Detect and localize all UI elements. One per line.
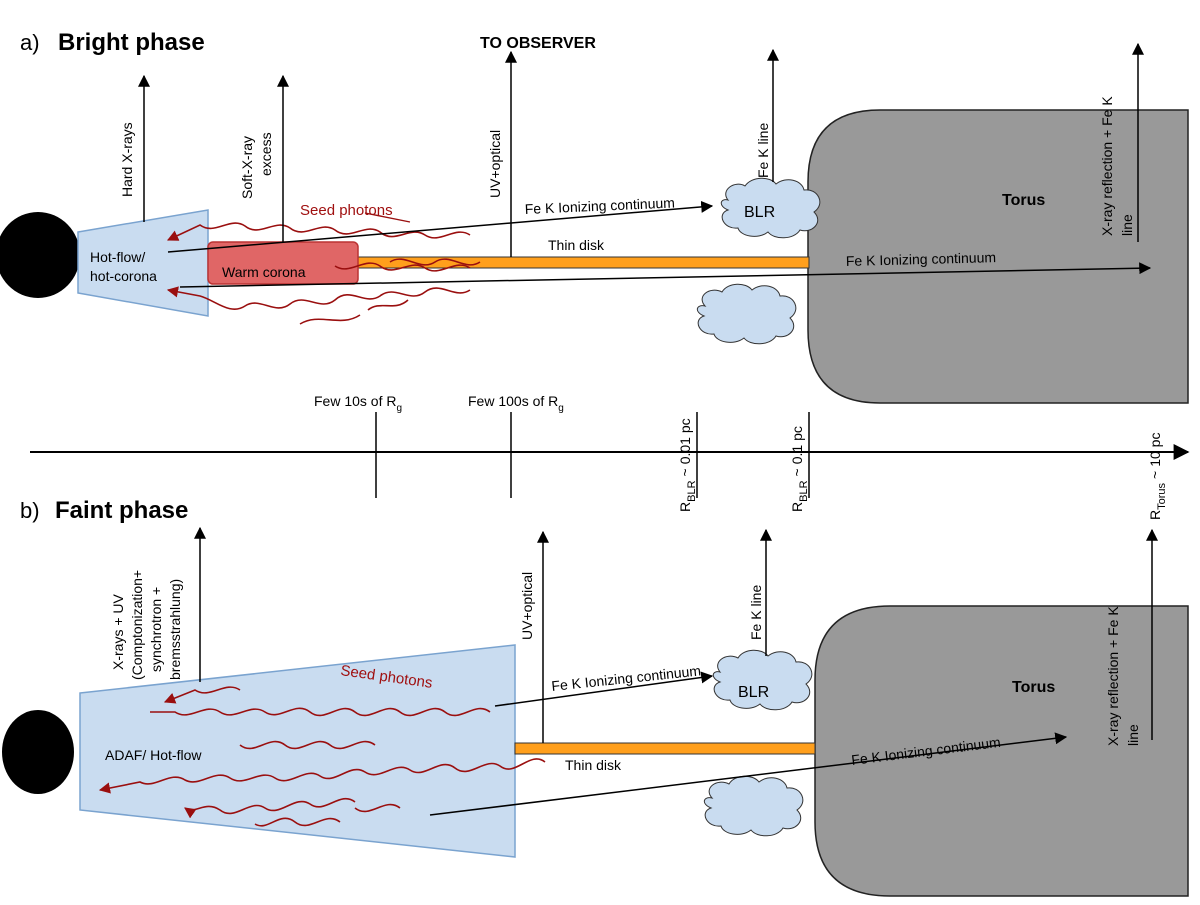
adaf-label: ADAF/ Hot-flow [105, 747, 202, 763]
distance-axis: Few 10s of Rg Few 100s of Rg RBLR~0.01 p… [30, 393, 1190, 520]
blr-cloud-a-lower [696, 283, 797, 345]
to-observer-label: TO OBSERVER [480, 35, 596, 52]
fe-k-ionizing-blr-arrow-a [167, 200, 714, 253]
panel-b: b) Faint phase Torus ADAF/ Hot-flow Thin… [2, 497, 1189, 897]
rblr-01-sub: BLR [798, 480, 810, 501]
seed-photons-a-label: Seed photons [300, 202, 393, 219]
few100s-label-main: Few 100s of R [468, 393, 558, 409]
torus-a [807, 109, 1189, 404]
soft-excess-label-a-1: Soft-X-ray [239, 136, 255, 199]
few100s-label: Few 100s of Rg [468, 393, 564, 414]
xray-reflection-label-a-1: X-ray reflection + Fe K [1099, 96, 1115, 236]
blr-cloud-b [712, 649, 813, 711]
blr-a-label: BLR [744, 204, 775, 221]
rtorus-tilde: ~ [1147, 471, 1163, 479]
rblr-01-r: R [789, 502, 805, 512]
rtorus-label: RTorus ~10 pc [1147, 433, 1168, 520]
seed-photon-waves-b [98, 686, 546, 827]
blr-cloud-b-lower [703, 775, 804, 837]
fe-k-line-label-b: Fe K line [748, 585, 764, 640]
few10s-label-main: Few 10s of R [314, 393, 396, 409]
soft-excess-label-a-2: excess [258, 132, 274, 176]
blr-b-label: BLR [738, 684, 769, 701]
thin-disk-b [514, 742, 816, 755]
few10s-label-sub: g [396, 403, 402, 414]
xray-reflection-label-b-2: line [1125, 724, 1141, 746]
fe-k-ionizing-blr-label-a: Fe K Ionizing continuum [524, 194, 675, 217]
fe-k-line-label-a: Fe K line [755, 123, 771, 178]
fe-k-ionizing-torus-arrow-b [429, 732, 1068, 816]
xrays-uv-label-2: (Comptonization+ [129, 570, 145, 680]
rblr-001-val: 0.01 pc [677, 418, 693, 464]
black-hole-b [2, 710, 74, 794]
rblr-01-val: 0.1 pc [789, 426, 805, 464]
xrays-uv-label-3: synchrotron + [148, 587, 164, 672]
xray-reflection-label-a-2: line [1119, 214, 1135, 236]
fe-k-ionizing-blr-label-b: Fe K Ionizing continuum [551, 662, 702, 694]
thin-disk-a-label: Thin disk [548, 237, 605, 253]
rblr-001-tilde: ~ [677, 468, 693, 476]
xrays-uv-label-4: bremsstrahlung) [167, 579, 183, 680]
uv-optical-label-a: UV+optical [487, 130, 503, 198]
xray-reflection-label-b-1: X-ray reflection + Fe K [1105, 606, 1121, 746]
uv-optical-label-b: UV+optical [519, 572, 535, 640]
panel-a-title: Bright phase [58, 29, 205, 56]
seed-photon-waves-a [166, 222, 481, 325]
thin-disk-a [356, 256, 810, 269]
panel-a-letter: a) [20, 30, 40, 55]
few10s-label: Few 10s of Rg [314, 393, 402, 414]
blr-cloud-a [720, 177, 821, 239]
rblr-001-label: RBLR ~0.01 pc [677, 418, 698, 512]
rblr-01-tilde: ~ [789, 468, 805, 476]
panel-b-letter: b) [20, 498, 40, 523]
few100s-label-sub: g [558, 403, 564, 414]
hot-flow-a-label-2: hot-corona [90, 268, 157, 284]
fe-k-ionizing-torus-label-a: Fe K Ionizing continuum [846, 249, 997, 269]
rblr-01-label: RBLR ~0.1 pc [789, 426, 810, 512]
seed-photons-a-pointer [364, 212, 411, 223]
xrays-uv-label-1: X-rays + UV [110, 593, 126, 670]
warm-corona-a-label: Warm corona [222, 264, 306, 280]
hard-xrays-label-a: Hard X-rays [119, 122, 135, 197]
hot-flow-a-label-1: Hot-flow/ [90, 249, 145, 265]
rtorus-r: R [1147, 510, 1163, 520]
fe-k-ionizing-blr-arrow-b [494, 671, 714, 707]
rtorus-sub: Torus [1156, 482, 1168, 509]
torus-b-label: Torus [1012, 679, 1055, 696]
adaf-hot-flow-b [79, 644, 516, 858]
panel-a: a) Bright phase Torus Hot-flow/ hot-coro… [0, 29, 1189, 404]
rtorus-val: 10 pc [1147, 433, 1163, 467]
torus-a-label: Torus [1002, 192, 1045, 209]
rblr-001-r: R [677, 502, 693, 512]
rblr-001-sub: BLR [686, 480, 698, 501]
torus-b [814, 605, 1189, 897]
panel-b-title: Faint phase [55, 497, 188, 524]
fe-k-ionizing-torus-arrow-a [179, 262, 1152, 288]
thin-disk-b-label: Thin disk [565, 757, 622, 773]
black-hole-a [0, 212, 80, 298]
